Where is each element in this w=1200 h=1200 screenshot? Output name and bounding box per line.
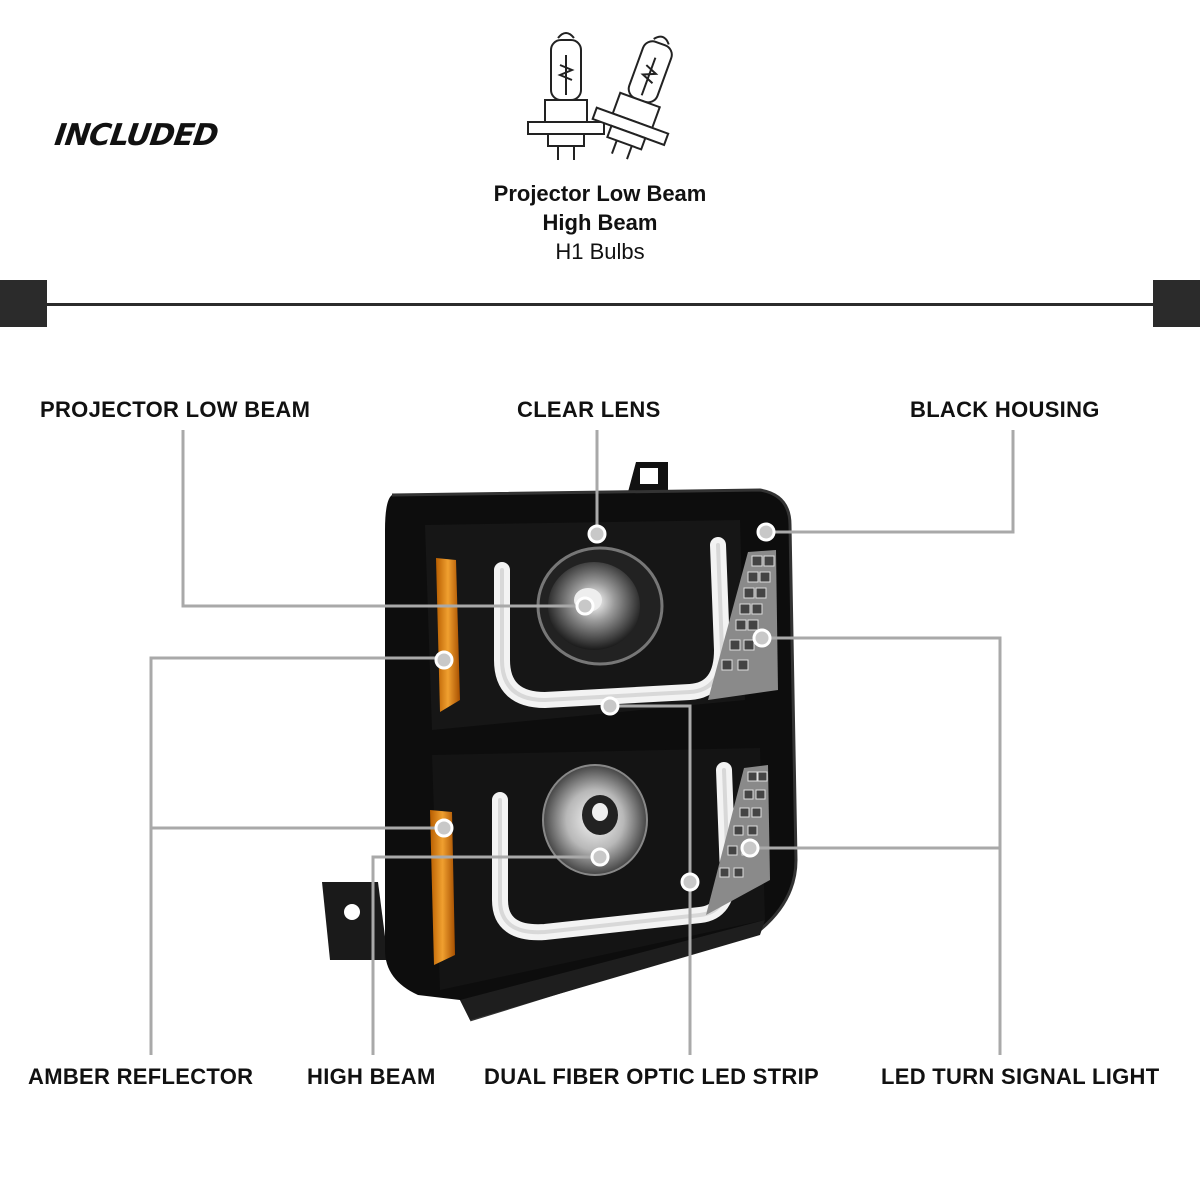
- callout-high-beam: HIGH BEAM: [307, 1064, 436, 1089]
- h1-halogen-bulb-icon: [591, 35, 673, 160]
- section-divider: [47, 303, 1153, 306]
- marker-dot: [575, 596, 595, 616]
- marker-dot: [434, 818, 454, 838]
- marker-dot: [590, 847, 610, 867]
- h1-halogen-bulb-icon: [527, 32, 605, 160]
- callout-projector-low-beam: PROJECTOR LOW BEAM: [40, 397, 311, 422]
- marker-dot: [740, 838, 760, 858]
- divider-right-block: [1153, 280, 1200, 327]
- marker-dot: [756, 522, 776, 542]
- callout-clear-lens: CLEAR LENS: [517, 397, 661, 422]
- bulb-caption-line1: Projector Low Beam: [493, 181, 707, 206]
- callout-dual-fiber-optic: DUAL FIBER OPTIC LED STRIP: [484, 1064, 819, 1089]
- high-beam: [542, 764, 648, 876]
- bulb-caption-line2: High Beam: [542, 210, 658, 235]
- amber-reflector: [430, 558, 460, 965]
- marker-dot: [752, 628, 772, 648]
- divider-left-block: [0, 280, 47, 327]
- led-turn-signal-light: [706, 550, 778, 915]
- marker-dot: [434, 650, 454, 670]
- callout-led-turn-signal: LED TURN SIGNAL LIGHT: [881, 1064, 1160, 1089]
- marker-dot: [587, 524, 607, 544]
- marker-dot: [600, 696, 620, 716]
- bulb-caption-line3: H1 Bulbs: [555, 239, 645, 264]
- marker-dot: [680, 872, 700, 892]
- callout-black-housing: BLACK HOUSING: [910, 397, 1100, 422]
- callout-amber-reflector: AMBER REFLECTOR: [28, 1064, 254, 1089]
